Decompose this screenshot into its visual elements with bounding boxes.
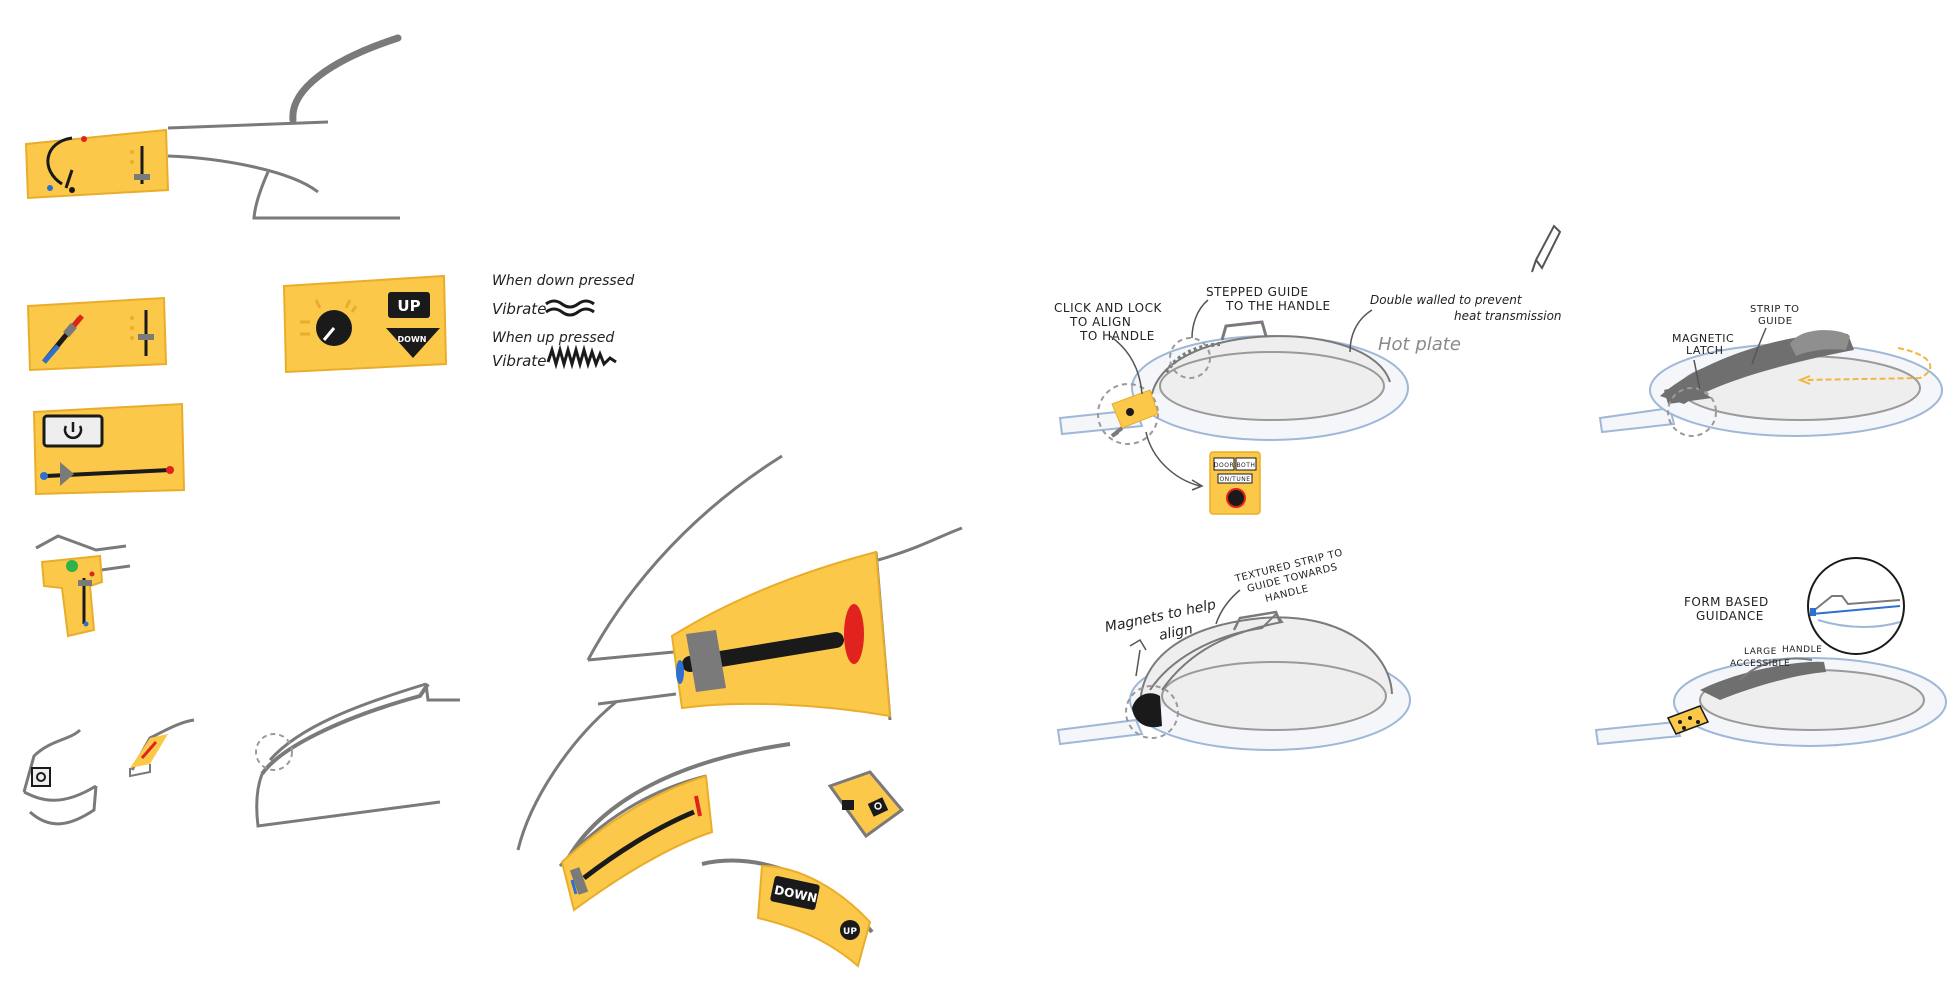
- sketch-slider-panel: [28, 298, 166, 370]
- label-form-based-2: GUIDANCE: [1696, 609, 1764, 623]
- label-click-lock-1: CLICK AND LOCK: [1054, 301, 1162, 315]
- label-double-walled-2: heat transmission: [1454, 309, 1562, 323]
- label-stepped-1: STEPPED GUIDE: [1206, 285, 1309, 299]
- concept-magnets-textured: Magnets to help align TEXTURED STRIP TO …: [1058, 547, 1410, 750]
- sketch-large-handle-closeup: [518, 456, 962, 850]
- label-large-1: LARGE: [1744, 647, 1777, 657]
- sketch-small-power-box: [830, 772, 902, 836]
- sketch-small-handle-green: [36, 536, 130, 636]
- note-vibrate-1: Vibrate: [492, 300, 546, 318]
- sketch-handle-dial-panel: [26, 38, 400, 218]
- sketch-updown-strip: DOWN UP: [702, 861, 872, 966]
- label-double-walled-1: Double walled to prevent: [1370, 293, 1523, 307]
- label-magnetic-2: LATCH: [1686, 344, 1724, 357]
- concept-form-guidance: FORM BASED GUIDANCE LARGE ACCESSIBLE HAN…: [1596, 558, 1946, 746]
- mini-panel-label-a: DOOR: [1214, 462, 1234, 469]
- note-up-pressed: When up pressed: [492, 330, 614, 346]
- note-vibrate-2: Vibrate: [492, 352, 546, 370]
- label-form-based-1: FORM BASED: [1684, 595, 1769, 609]
- sketch-power-slider-panel: [34, 404, 184, 494]
- label-stepped-2: TO THE HANDLE: [1225, 299, 1331, 313]
- label-click-lock-2: TO ALIGN: [1069, 315, 1131, 329]
- concept-magnetic-latch: MAGNETIC LATCH STRIP TO GUIDE: [1600, 304, 1942, 436]
- label-large-2: ACCESSIBLE: [1730, 659, 1790, 669]
- label-hot-plate: Hot plate: [1378, 334, 1461, 355]
- up-label-small: UP: [843, 927, 857, 937]
- down-label: DOWN: [398, 335, 427, 344]
- sketch-small-rings: [24, 720, 194, 824]
- note-down-pressed: When down pressed: [492, 273, 634, 289]
- label-strip-2: GUIDE: [1758, 316, 1793, 327]
- vibration-note: When down pressed Vibrate When up presse…: [492, 273, 634, 370]
- up-label: UP: [397, 297, 420, 315]
- label-handle: HANDLE: [1782, 645, 1822, 655]
- sketch-curved-slider-strip: [560, 744, 790, 910]
- label-strip-1: STRIP TO: [1750, 304, 1800, 315]
- mini-panel-label-c: ON/TUNE: [1219, 476, 1250, 483]
- concept-click-lock: CLICK AND LOCK TO ALIGN TO HANDLE STEPPE…: [1054, 226, 1562, 514]
- sketch-knob-updown-panel: UP DOWN: [284, 276, 446, 372]
- mini-panel-label-b: BOTH: [1237, 462, 1256, 469]
- sketch-plain-handle: [256, 684, 460, 826]
